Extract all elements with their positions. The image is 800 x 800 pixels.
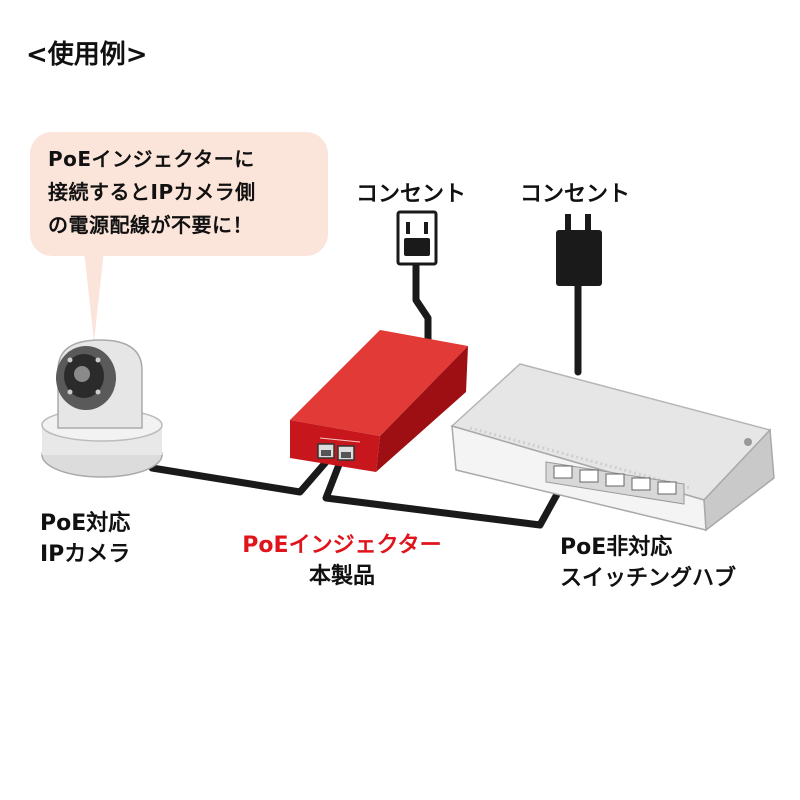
wall-outlet-icon bbox=[396, 210, 438, 266]
ac-plug-icon bbox=[556, 214, 602, 286]
outlet-2-label: コンセント bbox=[520, 182, 631, 207]
outlet-1-label: コンセント bbox=[356, 182, 467, 207]
injector-name: PoEインジェクター bbox=[242, 533, 442, 558]
speech-bubble-tail bbox=[84, 250, 104, 342]
switch-label-line-2: スイッチングハブ bbox=[560, 566, 737, 591]
ip-camera-device bbox=[41, 339, 163, 478]
injector-label: PoEインジェクター 本製品 bbox=[222, 530, 462, 592]
switch-label-line-1: PoE非対応 bbox=[560, 535, 673, 560]
outlet1-power-cable bbox=[412, 258, 432, 349]
speech-bubble-text: PoEインジェクターに 接続するとIPカメラ側 の電源配線が不要に！ bbox=[48, 143, 318, 242]
bubble-line-2: 接続するとIPカメラ側 bbox=[48, 180, 256, 204]
bubble-line-1: PoEインジェクターに bbox=[48, 147, 255, 171]
injector-sub: 本製品 bbox=[308, 564, 375, 589]
camera-lan-cable bbox=[148, 458, 330, 496]
speech-bubble bbox=[30, 132, 328, 256]
camera-label: PoE対応 IPカメラ bbox=[40, 508, 130, 570]
bubble-line-3: の電源配線が不要に！ bbox=[48, 213, 253, 237]
switch-label: PoE非対応 スイッチングハブ bbox=[560, 532, 736, 594]
page-heading: <使用例> bbox=[26, 40, 148, 70]
switch-lan-cable bbox=[322, 458, 570, 529]
camera-label-line-2: IPカメラ bbox=[40, 542, 131, 567]
camera-label-line-1: PoE対応 bbox=[40, 511, 131, 536]
poe-injector-device bbox=[290, 330, 468, 472]
switching-hub-device bbox=[450, 363, 775, 532]
cables bbox=[148, 258, 582, 529]
